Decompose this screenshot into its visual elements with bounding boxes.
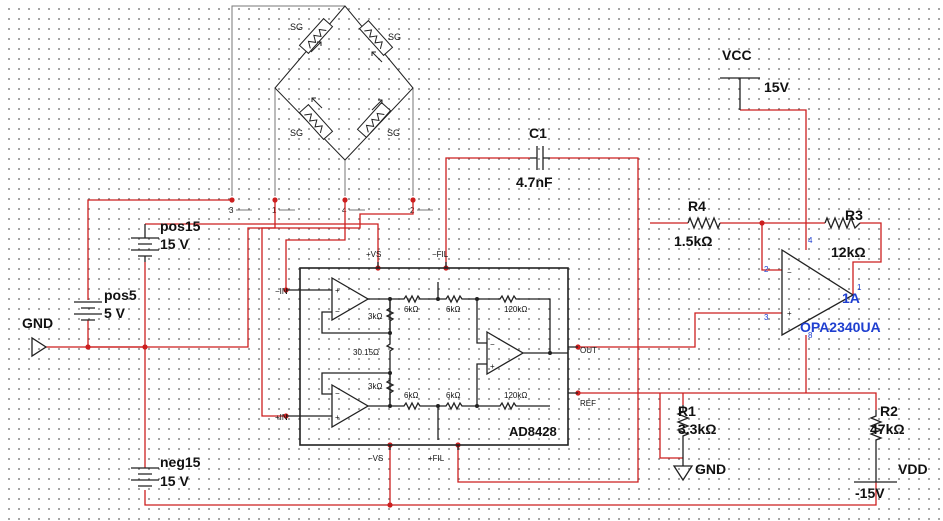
vcc-value: 15V [764, 79, 790, 95]
ina-part-label: AD8428 [509, 424, 557, 439]
svg-text:+: + [335, 413, 340, 422]
opamp-unit-label: 1A [842, 290, 860, 306]
r2-label: R2 [880, 403, 898, 419]
strain-gauge-label: SG [290, 22, 303, 32]
ina-resistor-label: 120kΩ [504, 305, 527, 314]
ina-resistor-label: 6kΩ [446, 305, 460, 314]
strain-gauge-3 [298, 97, 334, 141]
c1-label: C1 [529, 125, 547, 141]
strain-gauge-label: SG [387, 128, 400, 138]
r1-value: 3.3kΩ [678, 421, 716, 437]
r3-label: R3 [845, 207, 863, 223]
opamp-part-label: OPA2340UA [800, 319, 881, 335]
strain-gauge-label: SG [290, 128, 303, 138]
battery-neg15: neg15 15 V [131, 454, 201, 489]
r4-value: 1.5kΩ [674, 233, 712, 249]
svg-text:+: + [490, 362, 495, 371]
svg-text:+: + [787, 309, 792, 318]
c1-value: 4.7nF [516, 174, 553, 190]
r2-value: 47kΩ [870, 421, 905, 437]
ina-resistor-label: 6kΩ [446, 391, 460, 400]
bridge-pin-label: 3 [229, 206, 234, 215]
strain-gauge-2 [358, 19, 394, 63]
ground-symbol-right: GND [672, 458, 726, 482]
strain-gauge-bridge: SG SG SG SG 3 1 4 2 [229, 5, 433, 215]
ground-symbol-left: GND [22, 315, 53, 358]
svg-text:+: + [335, 286, 340, 295]
gnd-label: GND [22, 315, 53, 331]
r4-label: R4 [688, 198, 706, 214]
pos5-label: pos5 [104, 287, 137, 303]
resistor-r2: R2 47kΩ [869, 403, 905, 482]
svg-text:−: − [335, 307, 340, 316]
ina-pin-minus-in: −IN [275, 287, 288, 296]
vdd-supply: VDD -15V [854, 461, 928, 501]
ina-pin-ref: REF [580, 399, 596, 408]
ina-resistor-label: 30.15Ω [353, 348, 379, 357]
opamp-opa2340ua: − + 2 3 4 8 1 1A OPA2340UA [764, 236, 881, 340]
pos15-value: 15 V [160, 236, 189, 252]
ina-resistor-label: 6kΩ [404, 305, 418, 314]
strain-gauge-4 [356, 99, 392, 139]
ina-resistor-label: 3kΩ [368, 382, 382, 391]
neg15-label: neg15 [160, 454, 201, 470]
resistor-r3: R3 12kΩ [824, 207, 866, 260]
strain-gauge-1 [298, 17, 334, 55]
ina-pin-plus-in: +IN [275, 413, 288, 422]
ina-resistor-label: 3kΩ [368, 312, 382, 321]
op-pin-label: 2 [764, 265, 769, 274]
ad8428-in-amp: + − − + − + 3kΩ [275, 250, 597, 463]
pos5-value: 5 V [104, 305, 126, 321]
op-pin-label: 3 [764, 313, 769, 322]
vdd-value: -15V [855, 485, 885, 501]
junction-dots [85, 197, 765, 508]
pos15-label: pos15 [160, 218, 201, 234]
vdd-label: VDD [898, 461, 928, 477]
neg15-value: 15 V [160, 473, 189, 489]
battery-pos5: pos5 5 V [74, 287, 137, 321]
svg-text:−: − [787, 268, 792, 277]
ina-pin-plus-vs: +VS [366, 250, 381, 259]
battery-pos15: pos15 15 V [131, 218, 201, 262]
ina-resistor-label: 6kΩ [404, 391, 418, 400]
wires [46, 109, 882, 506]
r3-value: 12kΩ [831, 244, 866, 260]
gnd-right-label: GND [695, 461, 726, 477]
r1-label: R1 [678, 403, 696, 419]
svg-text:−: − [490, 340, 495, 349]
resistor-r4: R4 1.5kΩ [674, 198, 721, 249]
op-pin-label: 4 [808, 236, 813, 245]
resistor-r1: R1 3.3kΩ [676, 403, 716, 458]
ina-pin-out: OUT [580, 346, 597, 355]
vcc-label: VCC [722, 47, 752, 63]
strain-gauge-label: SG [388, 32, 401, 42]
op-pin-label: 8 [808, 331, 813, 340]
vcc-supply: VCC 15V [720, 47, 790, 110]
ina-pin-plus-fil: +FIL [428, 454, 445, 463]
capacitor-c1: C1 4.7nF [516, 125, 553, 190]
svg-text:−: − [335, 389, 340, 398]
ina-pin-minus-fil: −FIL [432, 250, 449, 259]
ina-pin-minus-vs: −VS [368, 454, 383, 463]
op-pin-label: 1 [857, 283, 862, 292]
ina-resistor-label: 120kΩ [504, 391, 527, 400]
